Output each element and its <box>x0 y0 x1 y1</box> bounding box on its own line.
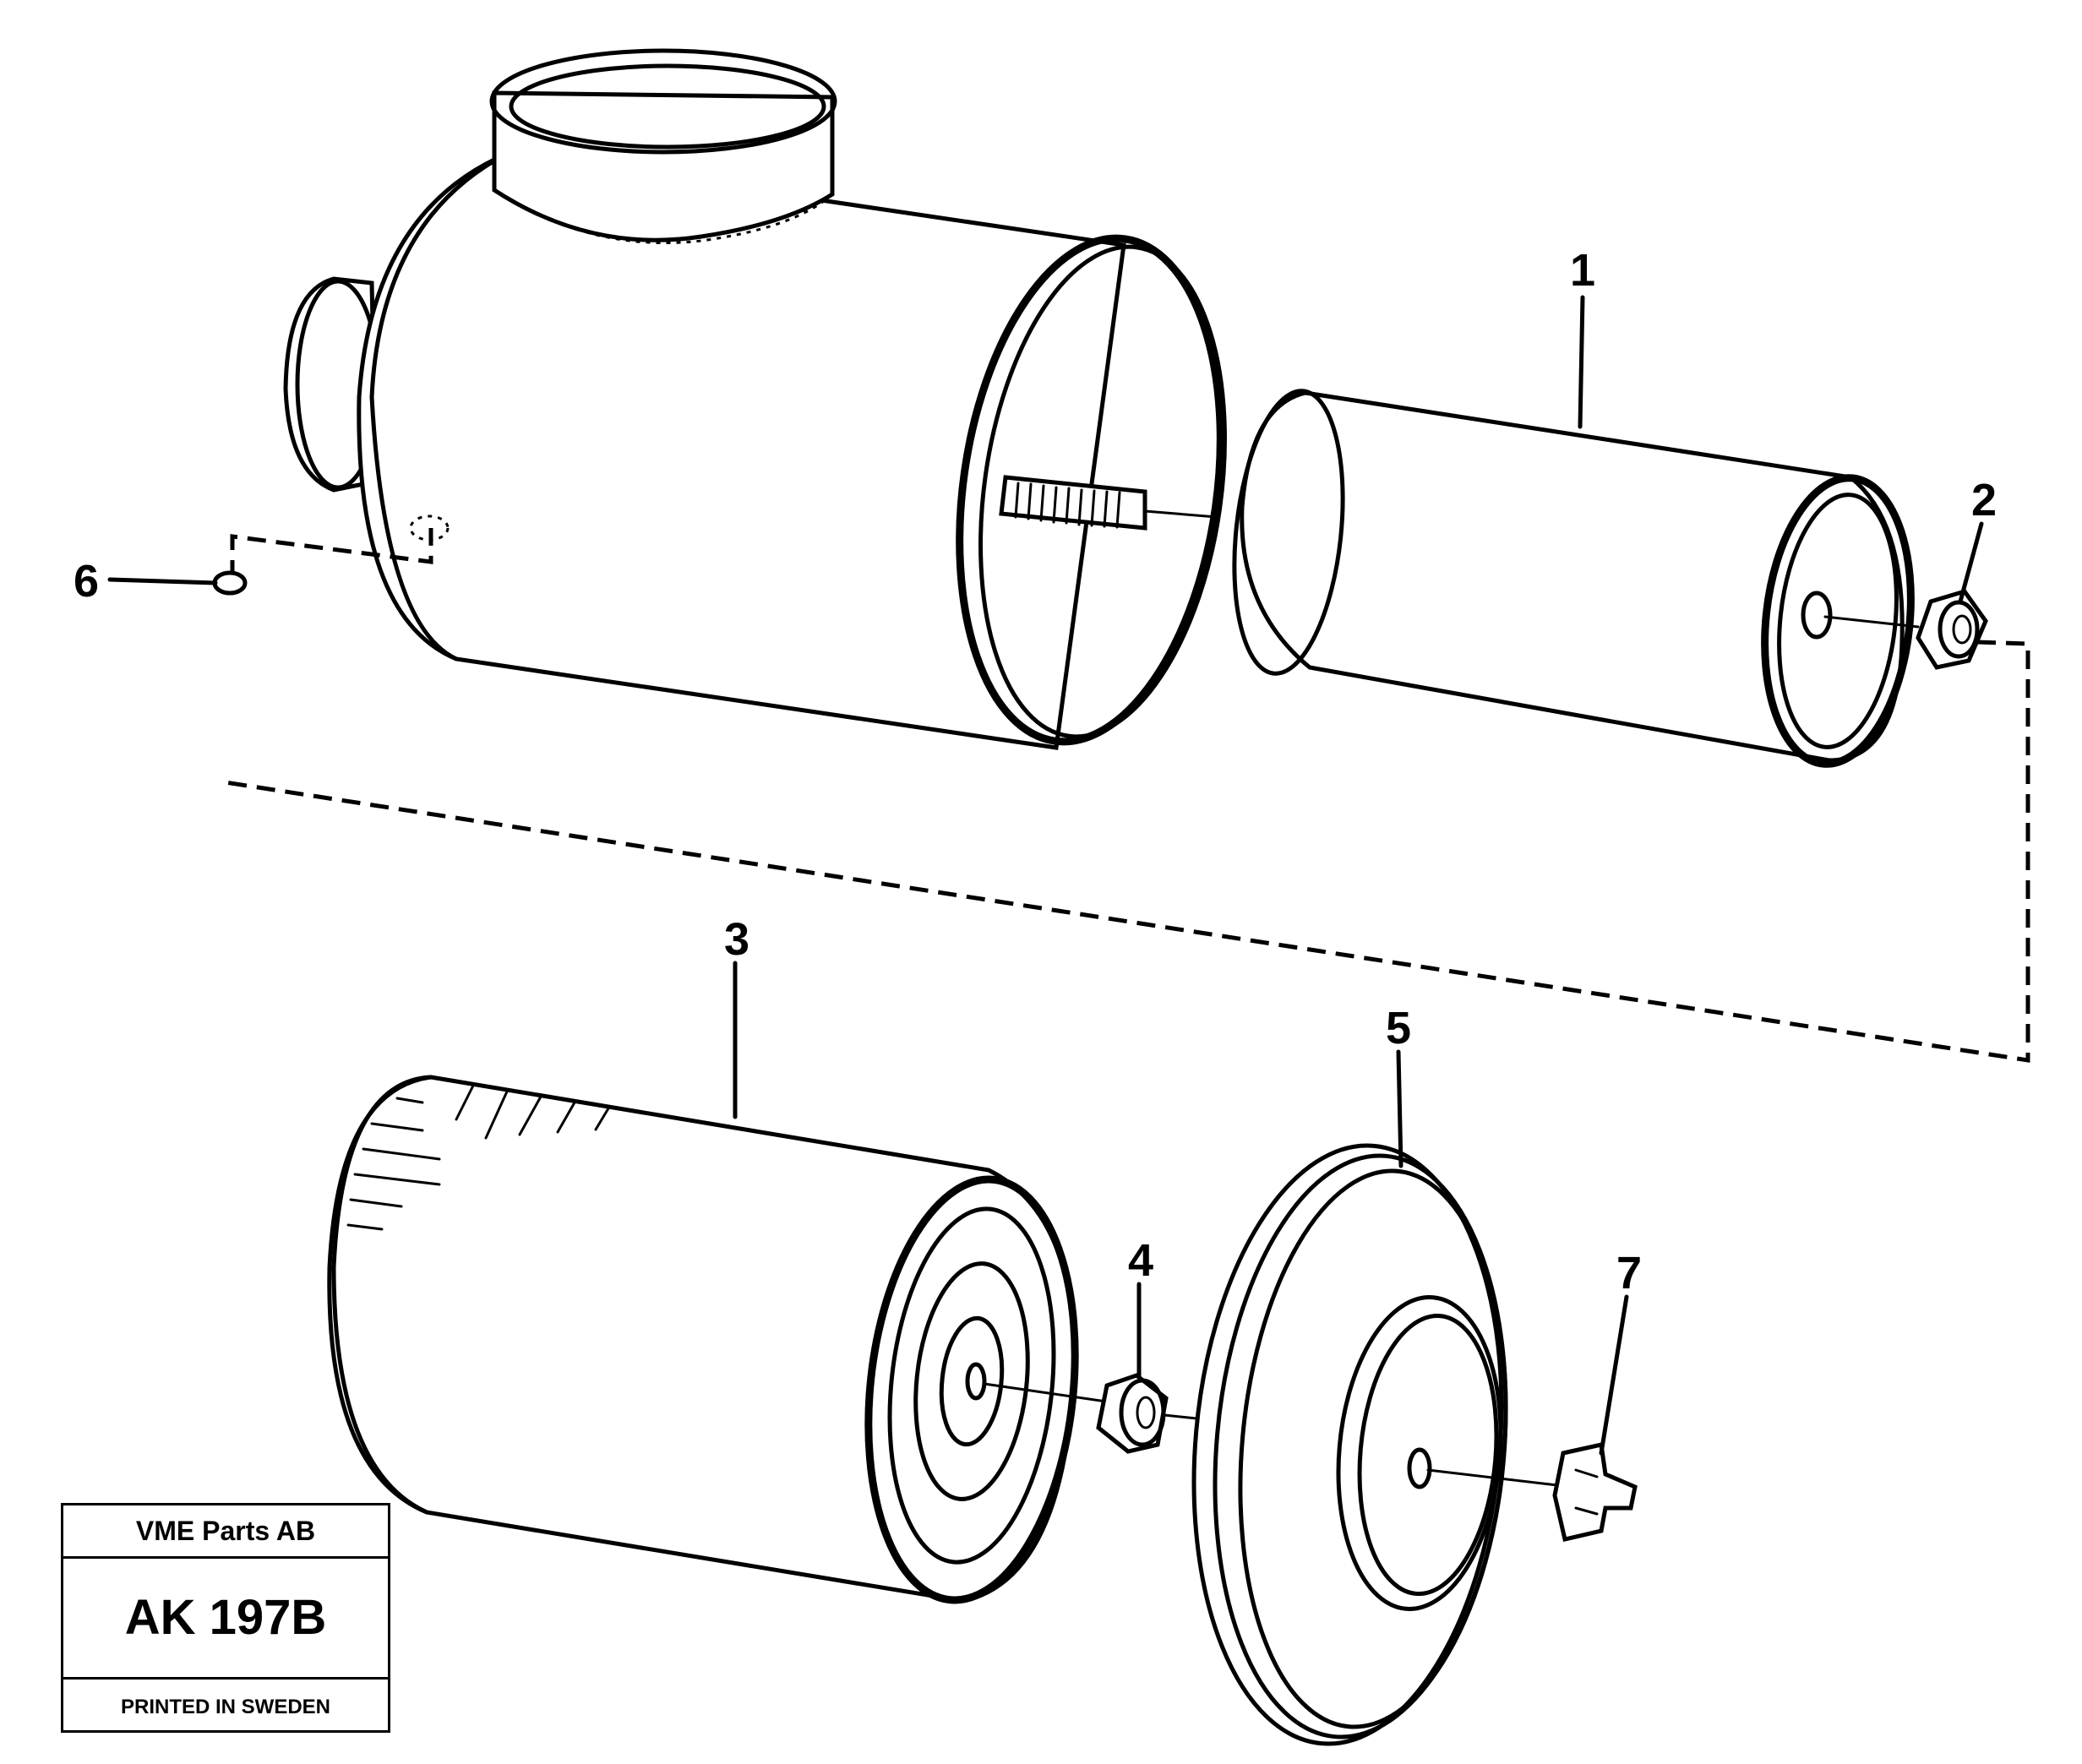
plug-6 <box>212 570 248 596</box>
callout-label-2: 2 <box>1971 475 1997 525</box>
callout-label-7: 7 <box>1616 1248 1642 1298</box>
callout-label-4: 4 <box>1128 1235 1153 1286</box>
callout-label-1: 1 <box>1570 245 1595 296</box>
air-cleaner-housing <box>230 48 1227 750</box>
callout-2: 2 <box>1958 475 1997 604</box>
title-block-printed: PRINTED IN SWEDEN <box>63 1677 388 1735</box>
callout-label-6: 6 <box>74 556 99 607</box>
wing-nut-7 <box>1552 1441 1638 1543</box>
filter-element-3 <box>327 1075 1125 1604</box>
title-block: VME Parts AB AK 197B PRINTED IN SWEDEN <box>61 1503 390 1733</box>
callout-1: 1 <box>1570 245 1595 429</box>
callout-3: 3 <box>724 914 749 1119</box>
filter-element-1 <box>1232 389 1920 768</box>
callout-7: 7 <box>1599 1248 1642 1456</box>
nut-4 <box>1096 1373 1223 1454</box>
callout-5: 5 <box>1386 1003 1411 1168</box>
callout-4: 4 <box>1128 1235 1153 1380</box>
callout-6: 6 <box>74 556 218 607</box>
cover-5 <box>1191 1143 1573 1746</box>
callout-label-3: 3 <box>724 914 749 965</box>
title-block-code: AK 197B <box>124 1590 327 1645</box>
callout-label-5: 5 <box>1386 1003 1411 1054</box>
title-block-company: VME Parts AB <box>63 1505 388 1559</box>
